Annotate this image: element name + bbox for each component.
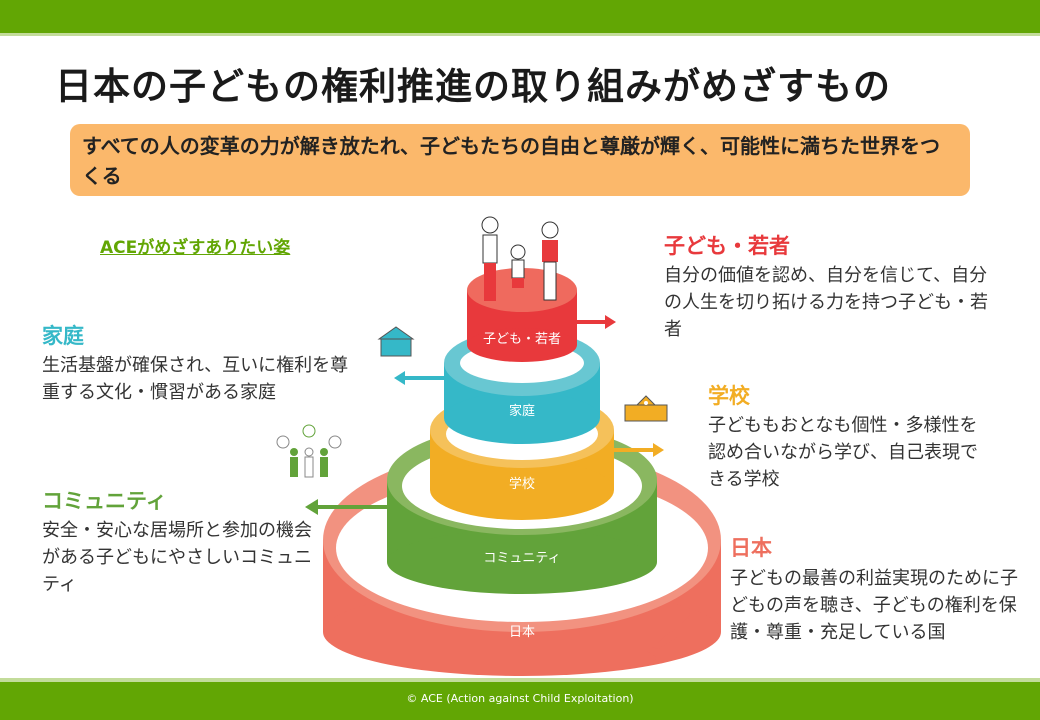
community-description: 安全・安心な居場所と参加の機会がある子どもにやさしいコミュニティ [42,520,312,595]
community-people-icon [276,424,342,478]
japan-heading: 日本 [730,536,772,560]
school-description: 子どももおとなも個性・多様性を認め合いながら学び、自己表現できる学校 [708,415,978,490]
school-heading: 学校 [708,384,750,408]
header-accent-line [0,33,1040,36]
arrow-child-head [605,315,616,329]
japan-description: 子どもの最善の利益実現のために子どもの声を聴き、子どもの権利を保護・尊重・充足し… [730,568,1018,643]
page-title: 日本の子どもの権利推進の取り組みがめざすもの [55,65,891,108]
house-icon [377,326,415,357]
child-description: 自分の価値を認め、自分を信じて、自分の人生を切り拓ける力を持つ子ども・若者 [664,265,988,340]
family-description: 生活基盤が確保され、互いに権利を尊重する文化・慣習がある家庭 [42,355,349,403]
ring-label-school: 学校 [509,476,535,492]
school-icon [624,395,668,422]
child-heading: 子ども・若者 [664,234,790,258]
ring-label-community: コミュニティ [483,551,560,566]
children-illustration [481,216,559,301]
arrow-school-head [653,443,664,457]
ring-label-family: 家庭 [509,403,535,419]
footer-copyright: © ACE (Action against Child Exploitation… [0,678,1040,720]
ring-label-child: 子ども・若者 [483,331,561,347]
family-heading: 家庭 [42,324,84,348]
arrow-japan-head [645,650,658,666]
arrow-japan [578,632,645,660]
japan-map-icon [652,613,690,649]
ring-label-japan: 日本 [509,625,535,640]
arrow-family-head [394,371,405,385]
ace-heading: ACEがめざすありたい姿 [100,238,291,258]
community-heading: コミュニティ [42,489,167,513]
goal-banner: すべての人の変革の力が解き放たれ、子どもたちの自由と尊厳が輝く、可能性に満ちた世… [70,124,970,196]
header-bar [0,0,1040,33]
arrow-community-head [305,499,318,515]
